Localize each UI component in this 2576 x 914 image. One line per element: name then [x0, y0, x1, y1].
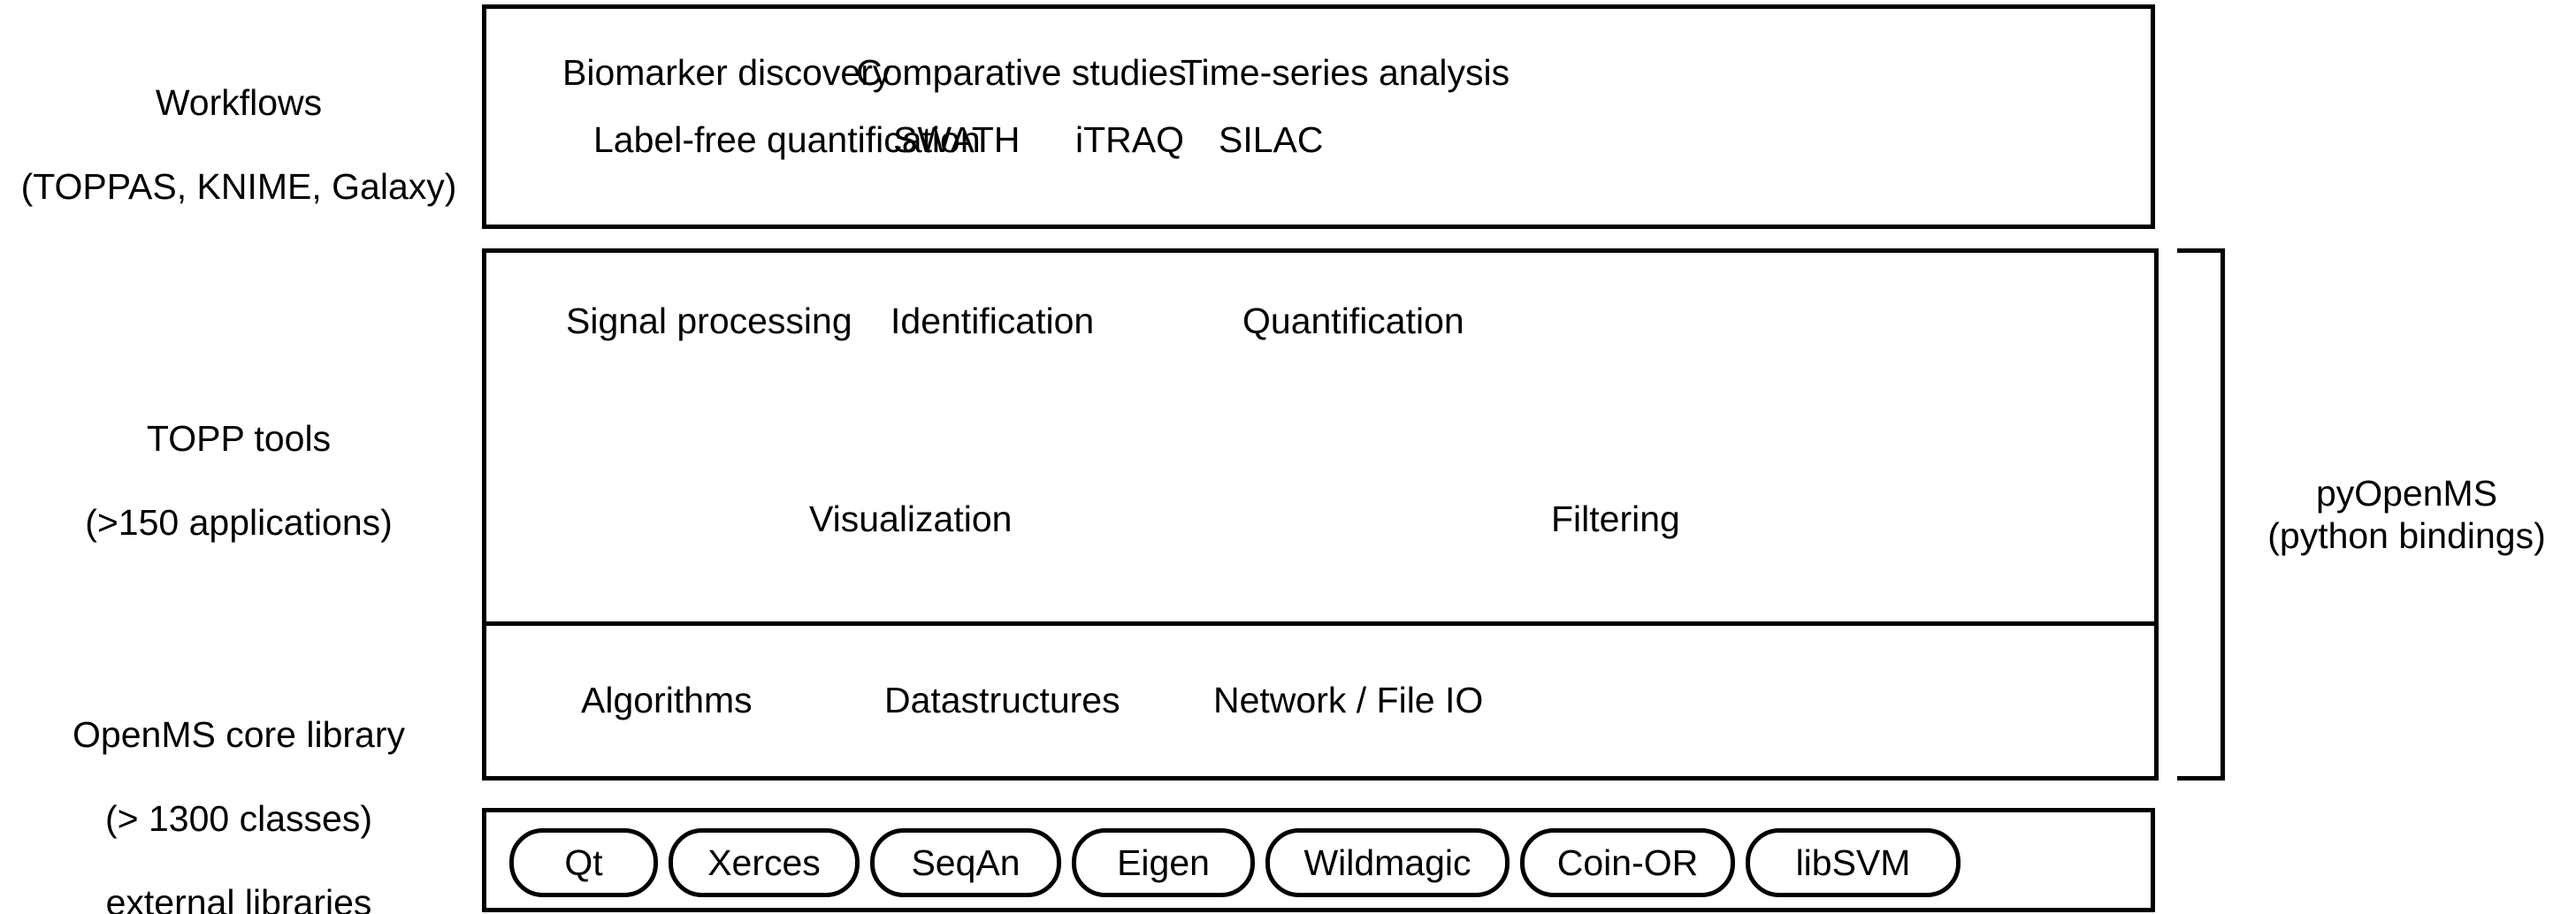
pyopenms-label-line2: (python bindings): [2267, 514, 2546, 556]
workflow-item-biomarker-discovery: Biomarker discovery: [562, 52, 891, 93]
workflow-item-label-free-quantification: Label-free quantification: [593, 119, 981, 160]
row-label-topp-tools-line1: TOPP tools: [146, 417, 332, 459]
topp-item-identification: Identification: [891, 301, 1095, 341]
topp-item-signal-processing: Signal processing: [566, 301, 852, 341]
pyopenms-bracket: [2177, 248, 2225, 781]
layer-box-workflows: Biomarker discovery Comparative studies …: [482, 4, 2155, 229]
workflow-item-itraq: iTRAQ: [1075, 119, 1184, 160]
topp-item-filtering: Filtering: [1551, 499, 1680, 539]
row-label-workflows: Workflows (TOPPAS, KNIME, Galaxy): [0, 40, 478, 250]
row-label-workflows-line2: (TOPPAS, KNIME, Galaxy): [20, 165, 457, 207]
external-library-pill-seqan[interactable]: SeqAn: [870, 828, 1061, 897]
topp-item-quantification: Quantification: [1242, 301, 1464, 341]
layer-box-topp-tools: Signal processing Identification Quantif…: [482, 248, 2159, 626]
workflow-item-time-series-analysis: Time-series analysis: [1181, 52, 1510, 93]
external-library-pill-coin-or[interactable]: Coin-OR: [1520, 828, 1735, 897]
workflow-item-swath: SWATH: [893, 119, 1020, 160]
external-library-pill-qt[interactable]: Qt: [509, 828, 658, 897]
workflow-item-silac: SILAC: [1219, 119, 1324, 160]
row-label-openms-core-library: OpenMS core library (> 1300 classes): [0, 672, 478, 882]
row-label-external-libraries: external libraries: [0, 840, 478, 914]
pyopenms-label-line1: pyOpenMS: [2315, 473, 2498, 514]
row-label-openms-core-library-line1: OpenMS core library: [73, 713, 405, 755]
external-library-pill-xerces[interactable]: Xerces: [669, 828, 860, 897]
external-library-pill-wildmagic[interactable]: Wildmagic: [1265, 828, 1510, 897]
row-label-topp-tools: TOPP tools (>150 applications): [0, 376, 478, 586]
external-library-pill-libsvm[interactable]: libSVM: [1746, 828, 1961, 897]
workflow-item-comparative-studies: Comparative studies: [856, 52, 1187, 93]
row-label-openms-core-library-line2: (> 1300 classes): [105, 797, 372, 839]
core-item-network-file-io: Network / File IO: [1213, 680, 1484, 720]
layer-box-external-libraries: Qt Xerces SeqAn Eigen Wildmagic Coin-OR …: [482, 808, 2155, 912]
external-library-pill-eigen[interactable]: Eigen: [1072, 828, 1255, 897]
row-label-workflows-line1: Workflows: [155, 81, 323, 123]
core-item-datastructures: Datastructures: [884, 680, 1120, 720]
core-item-algorithms: Algorithms: [581, 680, 753, 720]
row-label-external-libraries-line1: external libraries: [105, 881, 372, 914]
topp-item-visualization: Visualization: [809, 499, 1013, 539]
row-label-topp-tools-line2: (>150 applications): [85, 501, 393, 543]
layer-box-openms-core-library: Algorithms Datastructures Network / File…: [482, 621, 2159, 781]
pyopenms-label: pyOpenMS (python bindings): [2237, 473, 2576, 557]
